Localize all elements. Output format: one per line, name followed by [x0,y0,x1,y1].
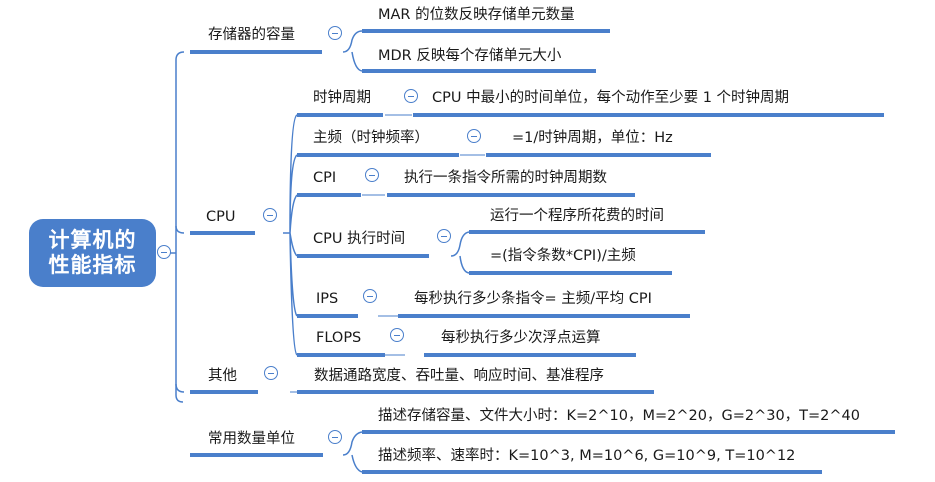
node-other-detail[interactable]: 数据通路宽度、吞吐量、响应时间、基准程序 [314,368,604,384]
node-flops-detail[interactable]: 每秒执行多少次浮点运算 [441,330,601,346]
collapse-icon-clock-cycle[interactable] [404,89,418,103]
collapse-icon-units[interactable] [328,430,342,444]
collapse-icon-cpi[interactable] [365,168,379,182]
node-ips[interactable]: IPS [316,291,339,307]
node-main-freq[interactable]: 主频（时钟频率） [313,130,429,146]
node-storage-mar[interactable]: MAR 的位数反映存储单元数量 [378,7,575,23]
node-units[interactable]: 常用数量单位 [208,431,295,447]
connector-other [175,383,185,393]
collapse-icon-storage[interactable] [328,26,342,40]
node-cpi[interactable]: CPI [313,170,337,186]
node-flops[interactable]: FLOPS [316,330,362,346]
node-cpi-detail[interactable]: 执行一条指令所需的时钟周期数 [404,170,607,186]
collapse-icon-other[interactable] [264,366,278,380]
root-title-line2: 性能指标 [48,253,137,277]
connector-exec-split [450,231,470,274]
connector-cpu-split [283,114,298,356]
connector-thin [290,114,485,393]
root-title-line1: 计算机的 [48,228,137,252]
node-exec-time-detail-1[interactable]: 运行一个程序所花费的时间 [490,208,664,224]
connector-units-split [342,431,363,473]
collapse-icon-exec-time[interactable] [437,229,451,243]
node-units-frequency[interactable]: 描述频率、速率时：K=10^3, M=10^6, G=10^9, T=10^12 [378,448,796,464]
node-clock-cycle-detail[interactable]: CPU 中最小的时间单位，每个动作至少要 1 个时钟周期 [432,90,790,106]
node-other[interactable]: 其他 [208,368,237,384]
collapse-icon-main-freq[interactable] [467,129,481,143]
node-storage-mdr[interactable]: MDR 反映每个存储单元大小 [378,48,562,64]
node-exec-time[interactable]: CPU 执行时间 [313,231,406,247]
connector-cpu [175,225,185,234]
node-clock-cycle[interactable]: 时钟周期 [313,90,371,106]
node-storage[interactable]: 存储器的容量 [208,27,295,43]
collapse-icon-cpu[interactable] [263,208,277,222]
node-main-freq-detail[interactable]: =1/时钟周期，单位：Hz [512,130,673,146]
connector-storage [175,51,185,61]
node-exec-time-detail-2[interactable]: =(指令条数*CPI)/主频 [490,248,636,264]
node-units-storage[interactable]: 描述存储容量、文件大小时：K=2^10，M=2^20，G=2^30，T=2^40 [378,408,861,424]
node-ips-detail[interactable]: 每秒执行多少条指令= 主频/平均 CPI [414,291,652,307]
connector-storage-split [342,30,363,72]
connector-trunk [175,60,184,403]
collapse-icon-flops[interactable] [390,328,404,342]
collapse-icon-ips[interactable] [363,289,377,303]
collapse-icon-root[interactable] [157,245,171,259]
root-node[interactable]: 计算机的 性能指标 [29,219,156,287]
node-cpu[interactable]: CPU [206,209,236,225]
